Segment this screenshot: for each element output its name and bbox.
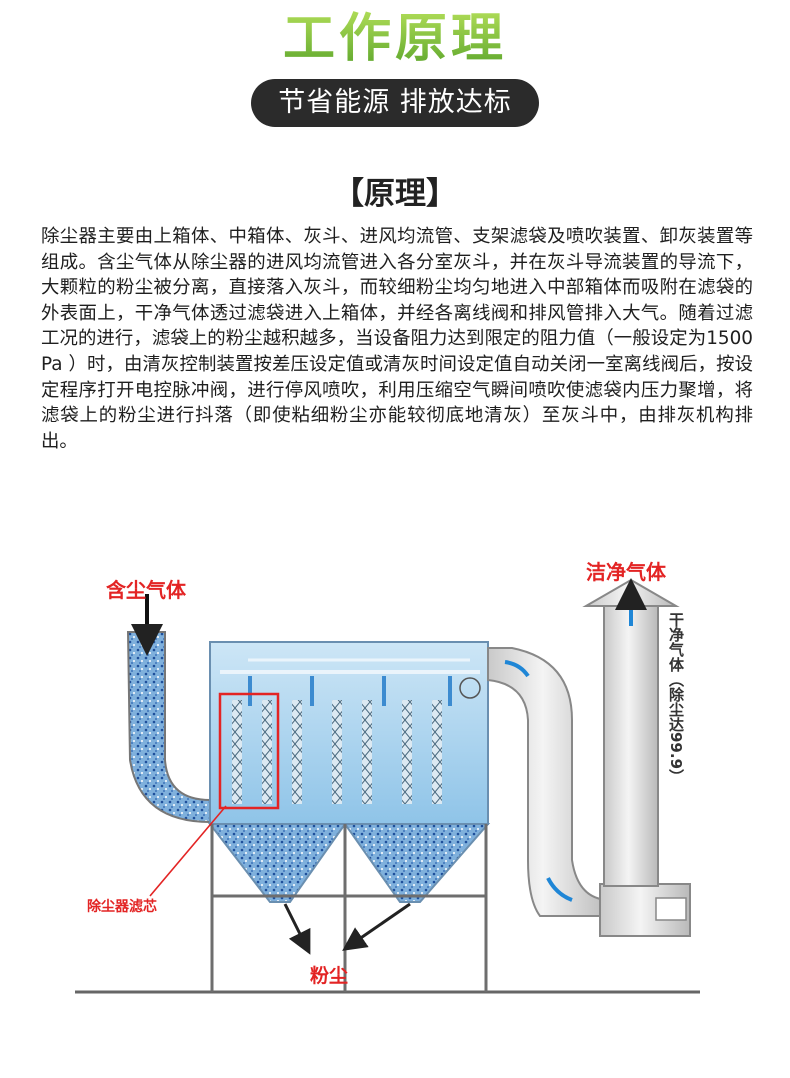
dust-arrow-left xyxy=(283,903,311,955)
dust-arrow-right xyxy=(342,902,411,951)
principle-paragraph: 除尘器主要由上箱体、中箱体、灰斗、进风均流管、支架滤袋及喷吹装置、卸灰装置等组成… xyxy=(41,226,753,452)
dusty-gas-label: 含尘气体 xyxy=(106,578,186,602)
clean-gas-label: 洁净气体 xyxy=(586,560,666,584)
filter-label: 除尘器滤芯 xyxy=(87,899,157,915)
pulse-nozzles xyxy=(248,676,452,706)
outlet-duct xyxy=(487,647,611,917)
section-heading: 【原理】 xyxy=(333,176,457,212)
dust-hopper-right xyxy=(343,823,491,903)
dust-hopper-left xyxy=(207,823,347,903)
filter-pointer-line xyxy=(149,805,227,897)
support-frame xyxy=(210,824,488,992)
subtitle-badge: 节省能源 排放达标 xyxy=(251,79,539,127)
dust-collector-diagram xyxy=(75,578,700,994)
filter-highlight-box xyxy=(218,692,280,810)
filter-bags xyxy=(232,700,442,804)
chimney-stack xyxy=(603,605,659,887)
clean-gas-vertical-label: 干净气体（除尘达99.9） xyxy=(667,612,685,785)
collector-housing xyxy=(209,641,489,825)
page-title: 工作原理 xyxy=(0,6,790,72)
dust-label: 粉尘 xyxy=(310,965,349,987)
inlet-pipe xyxy=(126,631,211,824)
